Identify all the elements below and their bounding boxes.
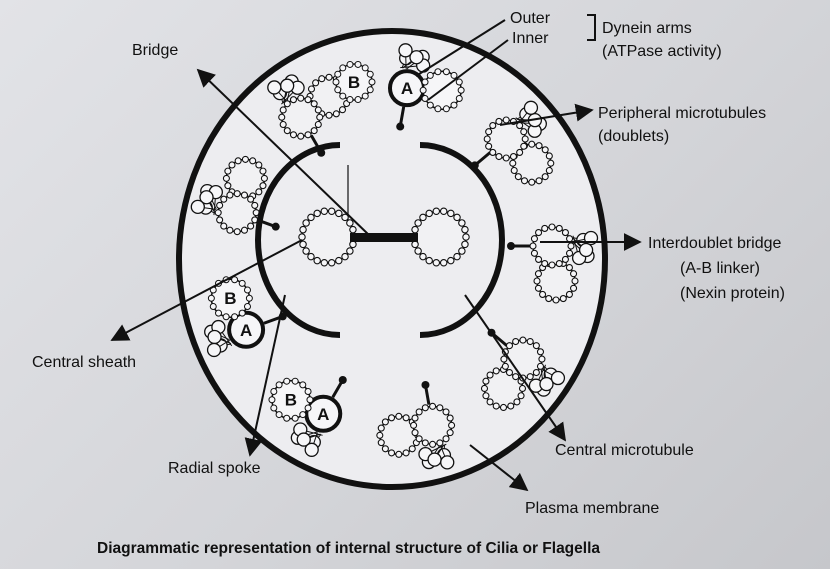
a-tubule-letter: A	[240, 321, 252, 340]
central-bridge	[350, 233, 418, 242]
top-b-tubule: B	[333, 61, 375, 102]
label-plasma-membrane: Plasma membrane	[525, 500, 659, 517]
spoke-head	[396, 123, 404, 131]
a-tubule: A	[390, 71, 424, 105]
spoke-head	[507, 242, 515, 250]
central-microtubule-left	[299, 208, 357, 266]
a-tubule-letter: A	[317, 405, 329, 424]
label-interdoublet-1: Interdoublet bridge	[648, 235, 782, 252]
a-tubule	[530, 224, 574, 268]
label-outer: Outer	[510, 10, 551, 27]
a-tubule	[501, 337, 545, 381]
label-peripheral-2: (doublets)	[598, 128, 669, 145]
spoke-head	[339, 376, 347, 384]
spoke-head	[272, 223, 280, 231]
label-interdoublet-3: (Nexin protein)	[680, 285, 785, 302]
b-tubule-letter: B	[224, 289, 236, 308]
label-radial-spoke: Radial spoke	[168, 460, 261, 477]
a-tubule	[215, 191, 259, 235]
label-peripheral-1: Peripheral microtubules	[598, 105, 766, 122]
dynein-bracket	[587, 15, 595, 40]
central-microtubule-right	[411, 208, 469, 266]
label-central-microtubule: Central microtubule	[555, 442, 694, 459]
label-bridge: Bridge	[132, 42, 178, 59]
spoke-head	[421, 381, 429, 389]
a-tubule	[411, 403, 455, 447]
b-tubule-letter: B	[285, 391, 297, 410]
diagram-caption: Diagrammatic representation of internal …	[97, 540, 600, 557]
label-atpase: (ATPase activity)	[602, 43, 722, 60]
b-tubule	[534, 259, 578, 303]
label-central-sheath: Central sheath	[32, 354, 136, 371]
label-interdoublet-2: (A-B linker)	[680, 260, 760, 277]
a-tubule-letter: A	[401, 79, 413, 98]
label-dynein-arms: Dynein arms	[602, 20, 692, 37]
a-tubule	[279, 95, 323, 139]
b-tubule-letter: B	[348, 73, 360, 92]
label-inner: Inner	[512, 30, 549, 47]
